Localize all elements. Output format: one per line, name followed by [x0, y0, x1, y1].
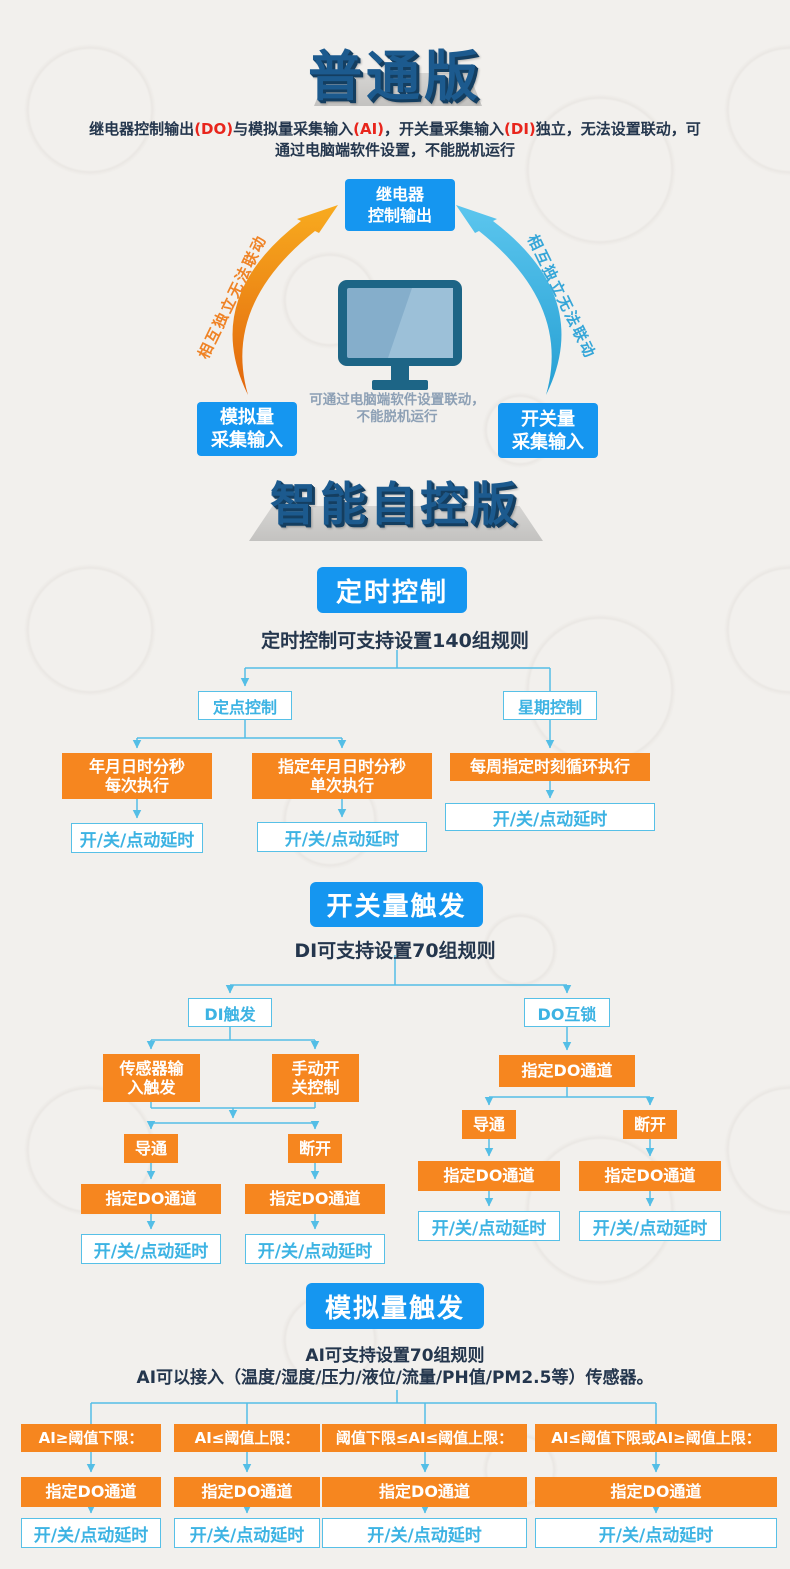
do-channel-box-right1: 指定DO通道	[418, 1161, 560, 1191]
manual-switch-control-box: 手动开 关控制	[272, 1054, 359, 1102]
desc-seg1: 继电器控制输出	[89, 120, 195, 138]
conduct-box-right: 导通	[462, 1110, 516, 1139]
condition-box-col4: AI≤阈值下限或AI≥阈值上限：	[535, 1424, 777, 1452]
switch-rule-note: DI可支持设置70组规则	[294, 940, 496, 962]
relay-output-box: 继电器 控制输出	[345, 179, 455, 231]
do-channel-box-col2: 指定DO通道	[174, 1477, 320, 1507]
do-channel-box-left1: 指定DO通道	[81, 1184, 221, 1214]
timing-rule-note: 定时控制可支持设置140组规则	[261, 630, 529, 652]
switch-input-line2: 采集输入	[512, 431, 584, 453]
title-platform-shape	[314, 73, 482, 106]
relay-output-line2: 控制输出	[367, 206, 432, 225]
sensor-line2: 入触发	[127, 1078, 176, 1097]
disconnect-box-right: 断开	[623, 1110, 677, 1139]
conduct-box-left: 导通	[124, 1134, 178, 1163]
switch-delay-box-left2: 开/关/点动延时	[245, 1234, 385, 1264]
smart-version-title: 智能自控版	[270, 477, 520, 531]
delay-box-col4: 开/关/点动延时	[535, 1518, 777, 1548]
every-time-line2: 每次执行	[104, 776, 169, 795]
do-channel-box-right2: 指定DO通道	[579, 1161, 721, 1191]
right-arrow-label: 相互独立无法联动	[523, 231, 600, 362]
analog-rule-note: AI可支持设置70组规则	[305, 1346, 485, 1366]
timing-delay-box-1: 开/关/点动延时	[71, 823, 203, 853]
analog-input-line1: 模拟量	[220, 407, 274, 428]
independent-left-arrow	[232, 205, 338, 395]
analog-trigger-button[interactable]: 模拟量触发	[306, 1283, 484, 1329]
timing-delay-box-3: 开/关/点动延时	[445, 803, 655, 831]
weekly-control-box: 星期控制	[503, 691, 597, 720]
switch-delay-box-left1: 开/关/点动延时	[81, 1234, 221, 1264]
switch-delay-box-right2: 开/关/点动延时	[579, 1211, 721, 1241]
do-channel-box-col3: 指定DO通道	[322, 1477, 527, 1507]
switch-trigger-button[interactable]: 开关量触发	[310, 882, 483, 927]
every-time-exec-box: 年月日时分秒 每次执行	[62, 753, 212, 799]
pc-software-note: 可通过电脑端软件设置联动， 不能脱机运行	[247, 392, 547, 426]
basic-version-description: 继电器控制输出(DO)与模拟量采集输入(AI)，开关量采集输入(DI)独立，无法…	[85, 119, 705, 161]
independent-right-arrow	[456, 205, 562, 395]
switch-input-box: 开关量 采集输入	[498, 403, 598, 458]
left-arrow-label: 相互独立无法联动	[194, 231, 271, 362]
desc-seg4: 独立，无法设置联动，可通过电脑端软件设置，不能脱机运行	[274, 120, 701, 159]
single-time-exec-box: 指定年月日时分秒 单次执行	[252, 753, 432, 799]
switch-delay-box-right1: 开/关/点动延时	[418, 1211, 560, 1241]
analog-sensor-note: AI可以接入（温度/湿度/压力/液位/流量/PH值/PM2.5等）传感器。	[136, 1368, 654, 1388]
do-channel-box-left2: 指定DO通道	[245, 1184, 385, 1214]
delay-box-col3: 开/关/点动延时	[322, 1518, 527, 1548]
delay-box-col2: 开/关/点动延时	[174, 1518, 320, 1548]
desc-seg3: ，开关量采集输入	[384, 120, 505, 138]
condition-box-col1: AI≥阈值下限：	[21, 1424, 161, 1452]
desc-red-do: (DO)	[194, 120, 234, 138]
condition-box-col2: AI≤阈值上限：	[174, 1424, 320, 1452]
pc-software-note-line2: 不能脱机运行	[356, 409, 438, 425]
single-time-line2: 单次执行	[309, 776, 374, 795]
every-time-line1: 年月日时分秒	[88, 756, 185, 776]
desc-red-ai: (AI)	[353, 120, 385, 138]
relay-output-line1: 继电器	[375, 185, 424, 204]
delay-box-col1: 开/关/点动延时	[21, 1518, 161, 1548]
sensor-input-trigger-box: 传感器输 入触发	[103, 1054, 200, 1102]
do-interlock-box: DO互锁	[524, 998, 610, 1027]
desc-seg2: 与模拟量采集输入	[233, 120, 354, 138]
pc-software-note-line1: 可通过电脑端软件设置联动，	[309, 392, 485, 408]
basic-version-title: 普通版	[308, 45, 482, 108]
do-channel-box-top: 指定DO通道	[499, 1055, 635, 1087]
manual-line2: 关控制	[291, 1078, 340, 1097]
timing-control-button[interactable]: 定时控制	[317, 567, 467, 613]
analog-input-line2: 采集输入	[211, 430, 283, 451]
analog-input-box: 模拟量 采集输入	[197, 402, 297, 456]
do-channel-box-col4: 指定DO通道	[535, 1477, 777, 1507]
timing-delay-box-2: 开/关/点动延时	[257, 822, 427, 852]
fixed-point-control-box: 定点控制	[198, 691, 292, 720]
weekly-loop-exec-box: 每周指定时刻循环执行	[450, 753, 650, 781]
disconnect-box-left: 断开	[288, 1134, 342, 1163]
sensor-line1: 传感器输	[119, 1058, 184, 1078]
manual-line1: 手动开	[291, 1058, 340, 1078]
di-trigger-box: DI触发	[188, 998, 272, 1027]
smart-title-platform-shape	[249, 506, 543, 541]
single-time-line1: 指定年月日时分秒	[277, 756, 406, 776]
switch-input-line1: 开关量	[521, 408, 575, 430]
condition-box-col3: 阈值下限≤AI≤阈值上限：	[322, 1424, 527, 1452]
do-channel-box-col1: 指定DO通道	[21, 1477, 161, 1507]
computer-monitor-icon	[338, 280, 462, 390]
desc-red-di: (DI)	[504, 120, 536, 138]
